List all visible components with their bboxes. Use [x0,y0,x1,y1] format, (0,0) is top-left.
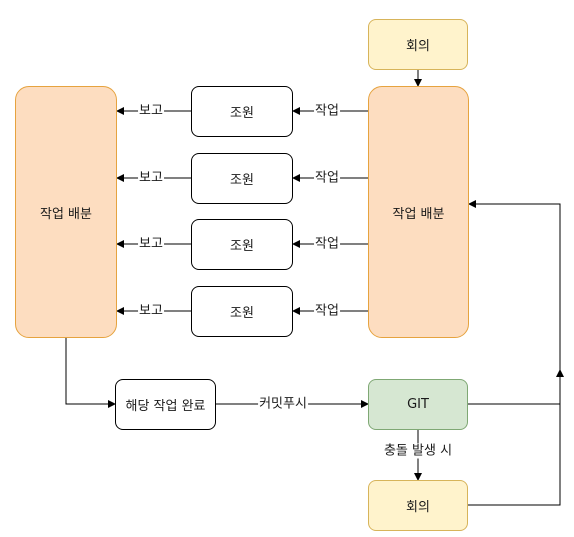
meeting-label: 회의 [406,39,430,54]
edge-dist-to-done [65,338,116,408]
git-node[interactable]: GIT [368,379,468,430]
member-node-4[interactable]: 조원 [191,286,293,337]
member-label: 조원 [230,106,254,121]
edge-label-conflict: 충돌 발생 시 [382,443,454,459]
work-distribution-right[interactable]: 작업 배분 [368,86,469,338]
work-distribution-left[interactable]: 작업 배분 [15,86,117,338]
edge-label-report: 보고 [138,170,164,186]
edge-label-work: 작업 [314,170,340,186]
member-node-1[interactable]: 조원 [191,86,293,137]
work-distribution-label: 작업 배분 [392,206,445,222]
edge-label-report: 보고 [138,236,164,252]
work-distribution-label: 작업 배분 [40,206,92,222]
edge-label-work: 작업 [314,236,340,252]
member-label: 조원 [230,173,254,188]
edge-label-commit-push: 커밋푸시 [258,396,308,412]
member-node-2[interactable]: 조원 [191,153,293,204]
meeting-node-top[interactable]: 회의 [368,19,468,70]
member-label: 조원 [230,239,254,254]
edge-loop-to-dist [468,200,561,404]
task-complete-node[interactable]: 해당 작업 완료 [115,379,216,430]
edge-label-work: 작업 [314,103,340,119]
member-node-3[interactable]: 조원 [191,219,293,270]
edge-meeting-loop [468,369,564,506]
task-complete-label: 해당 작업 완료 [125,399,206,414]
meeting-node-bottom[interactable]: 회의 [368,480,468,531]
edge-label-work: 작업 [314,303,340,319]
member-label: 조원 [230,306,254,321]
meeting-label: 회의 [406,500,430,515]
edge-label-report: 보고 [138,303,164,319]
edge-label-report: 보고 [138,103,164,119]
git-label: GIT [407,397,429,412]
